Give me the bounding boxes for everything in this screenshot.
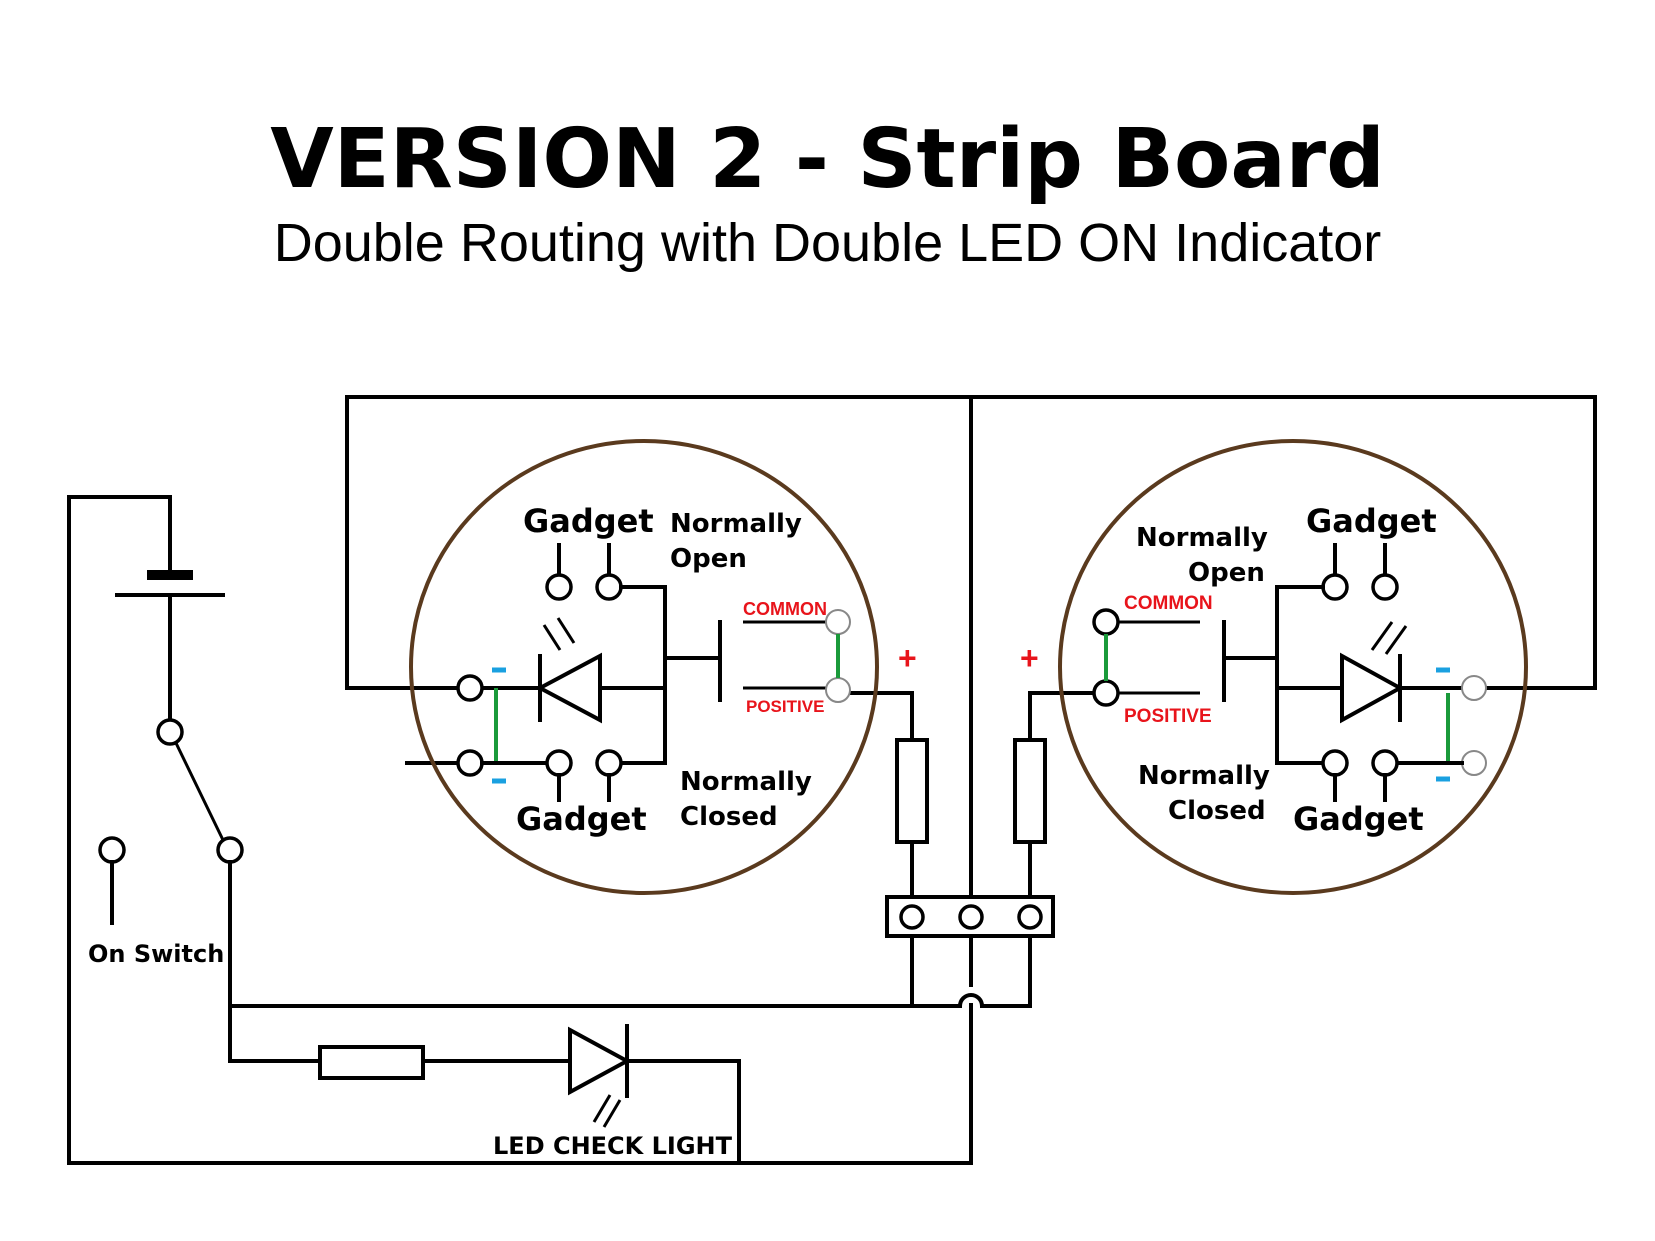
- strip-board: [885, 895, 1055, 938]
- left-common-label: COMMON: [743, 599, 827, 619]
- left-normally-closed-label-2: Closed: [680, 802, 778, 832]
- diagram-title: VERSION 2 - Strip Board: [270, 112, 1385, 207]
- right-positive-label: POSITIVE: [1124, 706, 1212, 727]
- left-switch: [409, 439, 879, 895]
- on-switch: [98, 718, 244, 1063]
- left-normally-open-label-1: Normally: [670, 509, 802, 539]
- right-gadget-bottom-label: Gadget: [1293, 800, 1424, 838]
- left-gadget-top-label: Gadget: [523, 502, 654, 540]
- left-positive-label: POSITIVE: [746, 697, 824, 716]
- right-normally-open-label-1: Normally: [1136, 523, 1268, 553]
- led-check-light: [228, 1024, 741, 1165]
- right-plus-label: +: [1020, 640, 1039, 676]
- left-normally-open-label-2: Open: [670, 544, 747, 574]
- battery-symbol: [67, 495, 973, 1165]
- right-resistor: [1013, 691, 1106, 899]
- left-plus-label: +: [898, 640, 917, 676]
- diagram-subtitle: Double Routing with Double LED ON Indica…: [273, 213, 1382, 273]
- left-resistor: [836, 691, 929, 899]
- right-normally-closed-label-2: Closed: [1168, 796, 1266, 826]
- strip-board-wiring: [228, 934, 1032, 1032]
- right-normally-closed-label-1: Normally: [1138, 761, 1270, 791]
- led-check-light-label: LED CHECK LIGHT: [493, 1132, 733, 1160]
- left-normally-closed-label-1: Normally: [680, 767, 812, 797]
- left-gadget-bottom-label: Gadget: [516, 800, 647, 838]
- right-normally-open-label-2: Open: [1188, 558, 1265, 588]
- right-common-label: COMMON: [1124, 593, 1213, 614]
- on-switch-label: On Switch: [88, 940, 224, 968]
- right-gadget-top-label: Gadget: [1306, 502, 1437, 540]
- right-switch: [1058, 439, 1528, 895]
